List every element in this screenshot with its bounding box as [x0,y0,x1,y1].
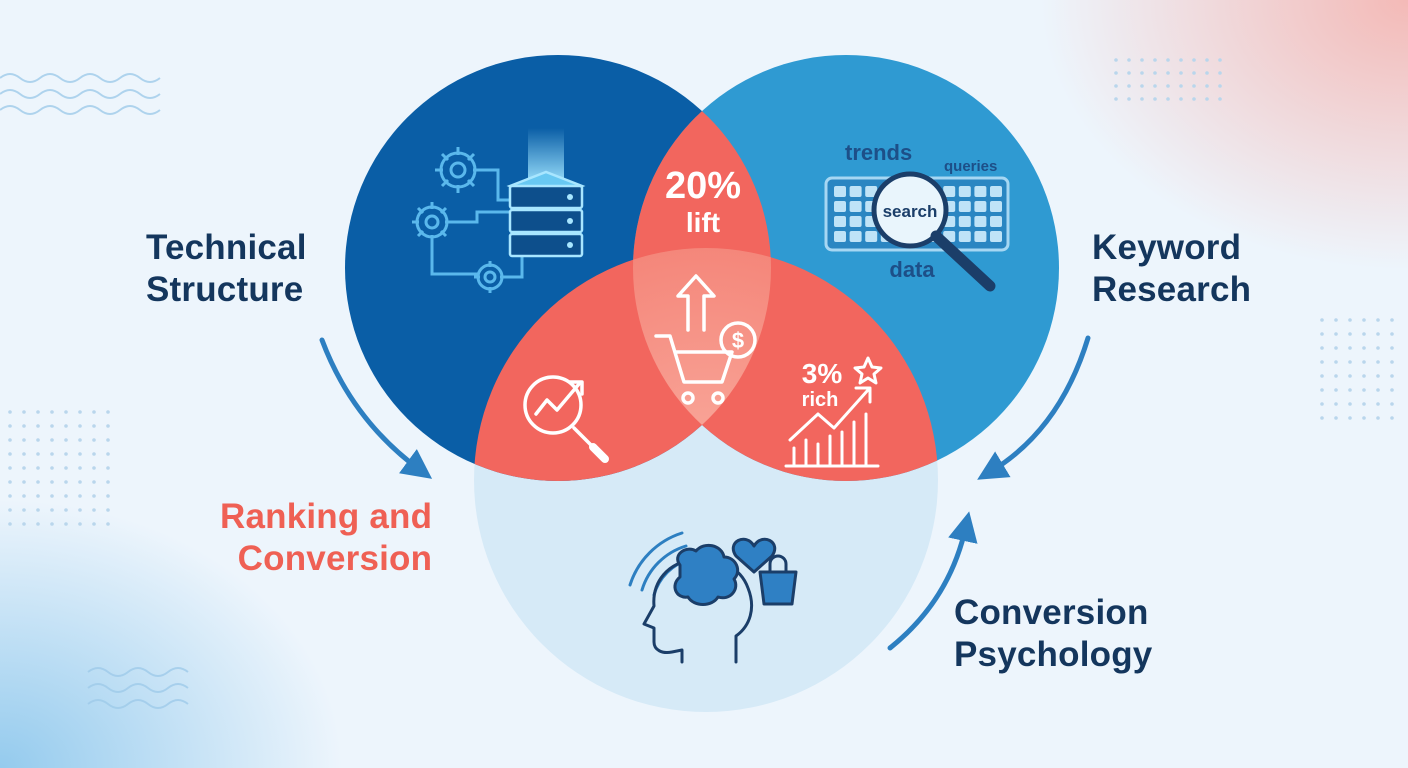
keyboard-magnifier-icon [824,171,1010,292]
label-keyword-line1: Keyword [1092,228,1242,267]
label-technical-structure: Technical Structure [146,227,307,311]
overlap-right-caption: rich [802,389,839,411]
keyword-word-trends: trends [845,140,912,165]
arrow-psychology-up [887,511,978,651]
keyword-word-search: search [883,202,938,221]
label-conversion-psychology: Conversion Psychology [954,592,1152,676]
label-keyword-research: Keyword Research [1092,227,1251,311]
dot-grid-top-right [1114,58,1222,101]
overlap-top-value: 20% [665,165,741,207]
search-growth-icon [523,375,609,463]
label-technical-line2: Structure [146,270,304,309]
background-glow-bottom-left [0,470,380,768]
label-keyword-line2: Research [1092,270,1252,309]
dot-grid-left [8,410,110,526]
label-psychology-line1: Conversion [954,593,1149,632]
label-ranking-conversion: Ranking and Conversion [220,496,432,580]
gears-server-icon [412,128,586,293]
dot-grid-right [1320,318,1394,420]
wave-decoration-bottom-left [87,667,189,709]
arrow-technical-to-ranking [319,337,433,479]
background-glow-top-right [1000,0,1408,300]
arrow-keyword-to-center [977,335,1091,480]
cart-dollar-icon: $ [654,274,757,405]
keyword-word-data: data [889,257,935,282]
wave-decoration-top-left [0,73,161,115]
keyword-word-queries: queries [944,158,997,175]
brain-heart-bag-icon [628,531,798,664]
label-technical-line1: Technical [146,228,307,267]
overlap-right-value: 3% [802,358,843,389]
label-ranking-line1: Ranking and [220,497,433,536]
growth-chart-star-icon [784,356,883,468]
svg-text:$: $ [732,328,744,353]
label-ranking-line2: Conversion [237,539,433,578]
overlap-top-caption: lift [686,207,720,238]
label-psychology-line2: Psychology [954,635,1153,674]
